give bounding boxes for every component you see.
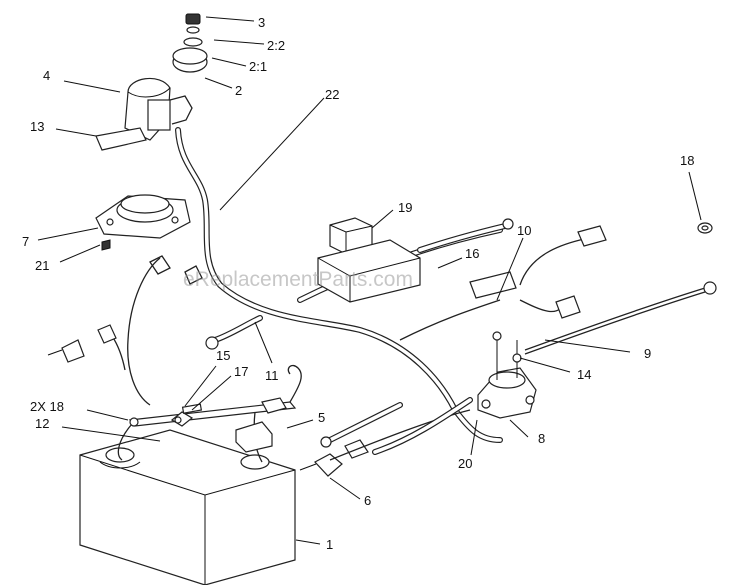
cable-part (524, 281, 717, 355)
fuse-block-part (317, 218, 514, 303)
callout-17: 17 (234, 364, 248, 379)
callout-14: 14 (577, 367, 591, 382)
callout-6: 6 (364, 493, 371, 508)
callout-7: 7 (22, 234, 29, 249)
callout-2-1: 2:1 (249, 59, 267, 74)
callout-19: 19 (398, 200, 412, 215)
callout-21: 21 (35, 258, 49, 273)
connector-part (299, 439, 369, 477)
callout-13: 13 (30, 119, 44, 134)
battery-part (79, 429, 296, 585)
callout-4: 4 (43, 68, 50, 83)
terminal-boot-part (235, 397, 287, 453)
callout-16: 16 (465, 246, 479, 261)
callout-5: 5 (318, 410, 325, 425)
battery-cable-part (205, 315, 403, 448)
callout-2x18: 2X 18 (30, 399, 64, 414)
leader-lines (37, 16, 702, 545)
callout-15: 15 (216, 348, 230, 363)
callout-22: 22 (325, 87, 339, 102)
label-plate-part (95, 127, 147, 151)
callout-8: 8 (538, 431, 545, 446)
callout-11: 11 (265, 368, 279, 383)
callout-1: 1 (326, 537, 333, 552)
callout-9: 9 (644, 346, 651, 361)
callout-18: 18 (680, 153, 694, 168)
callout-10: 10 (517, 223, 531, 238)
watermark: eReplacementParts.com (183, 268, 413, 291)
callout-2-2: 2:2 (267, 38, 285, 53)
nut-part (697, 222, 713, 234)
callout-20: 20 (458, 456, 472, 471)
callout-3: 3 (258, 15, 265, 30)
hour-meter-part (95, 194, 191, 251)
screws-part (129, 403, 203, 427)
callout-2: 2 (235, 83, 242, 98)
callout-12: 12 (35, 416, 49, 431)
solenoid-part (477, 331, 537, 419)
fuse-holder-part (469, 225, 607, 319)
ignition-switch-part (124, 13, 208, 141)
relay-part (329, 217, 373, 255)
